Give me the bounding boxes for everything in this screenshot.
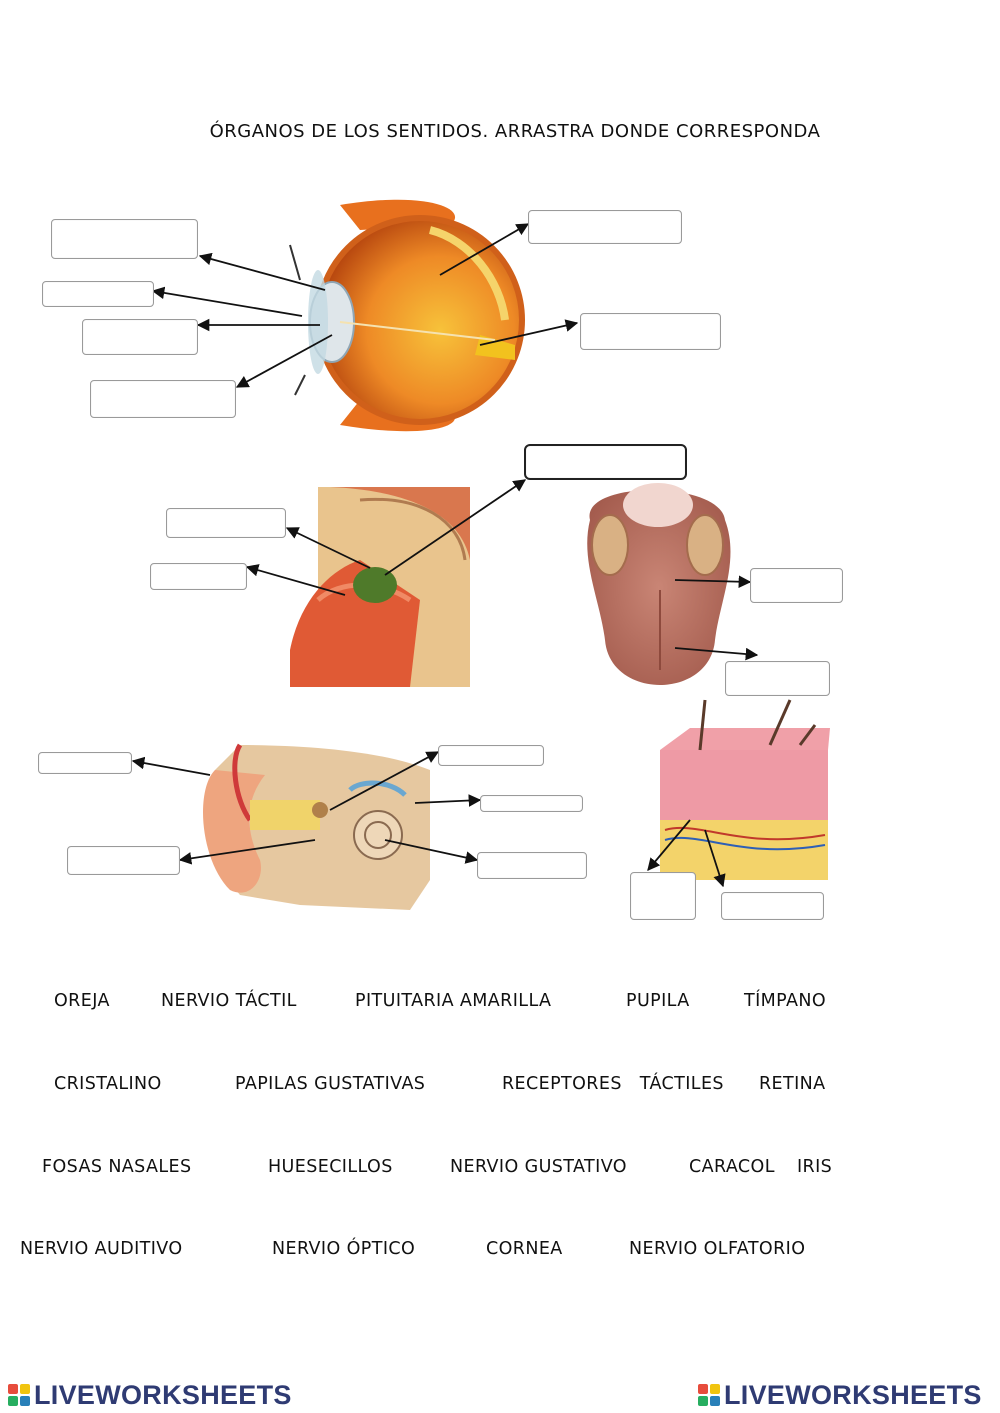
word-nervio-gustativo[interactable]: NERVIO GUSTATIVO (450, 1157, 627, 1177)
nose-diagram (290, 487, 470, 687)
drop-box-tongue-1[interactable] (750, 568, 843, 603)
word-nervio-olfatorio[interactable]: NERVIO OLFATORIO (629, 1239, 806, 1259)
drop-box-eye-1[interactable] (51, 219, 198, 259)
brand-name: LIVEWORKSHEETS (724, 1379, 982, 1410)
drop-box-nose-1[interactable] (524, 444, 687, 480)
drop-box-skin-1[interactable] (630, 872, 696, 920)
word-pituitaria-amarilla[interactable]: PITUITARIA AMARILLA (355, 991, 552, 1011)
eye-diagram (289, 199, 525, 432)
drop-box-nose-2[interactable] (166, 508, 286, 538)
drop-box-ear-3[interactable] (438, 745, 544, 766)
drop-box-tongue-2[interactable] (725, 661, 830, 696)
drop-box-eye-4[interactable] (90, 380, 236, 418)
word-cornea[interactable]: CORNEA (486, 1239, 563, 1259)
drop-box-eye-6[interactable] (580, 313, 721, 350)
tongue-diagram (587, 483, 731, 685)
word-timpano[interactable]: TÍMPANO (744, 991, 827, 1011)
word-retina[interactable]: RETINA (759, 1074, 826, 1094)
brand-name: LIVEWORKSHEETS (34, 1379, 292, 1410)
brand-mark-icon (698, 1384, 720, 1406)
drop-box-skin-2[interactable] (721, 892, 824, 920)
footer-logo-left: LIVEWORKSHEETS (8, 1380, 292, 1410)
word-caracol[interactable]: CARACOL (689, 1157, 775, 1177)
word-iris[interactable]: IRIS (797, 1157, 833, 1177)
drop-box-ear-2[interactable] (67, 846, 180, 875)
drop-box-eye-3[interactable] (82, 319, 198, 355)
word-nervio-optico[interactable]: NERVIO ÓPTICO (272, 1239, 416, 1259)
word-huesecillos[interactable]: HUESECILLOS (268, 1157, 393, 1177)
word-nervio-tactil[interactable]: NERVIO TÁCTIL (161, 991, 297, 1011)
drop-box-ear-5[interactable] (477, 852, 587, 879)
word-nervio-auditivo[interactable]: NERVIO AUDITIVO (20, 1239, 183, 1259)
worksheet-title: ÓRGANOS DE LOS SENTIDOS. ARRASTRA DONDE … (209, 121, 821, 142)
word-oreja[interactable]: OREJA (54, 991, 110, 1011)
drop-box-ear-1[interactable] (38, 752, 132, 774)
footer-logo-right: LIVEWORKSHEETS (698, 1380, 982, 1410)
word-fosas-nasales[interactable]: FOSAS NASALES (42, 1157, 192, 1177)
drop-box-eye-2[interactable] (42, 281, 154, 307)
ear-diagram (203, 743, 430, 910)
brand-mark-icon (8, 1384, 30, 1406)
word-pupila[interactable]: PUPILA (626, 991, 690, 1011)
drop-box-nose-3[interactable] (150, 563, 247, 590)
drop-box-ear-4[interactable] (480, 795, 583, 812)
word-receptores-tactiles[interactable]: RECEPTORES TÁCTILES (502, 1074, 724, 1094)
word-papilas-gustativas[interactable]: PAPILAS GUSTATIVAS (235, 1074, 426, 1094)
drop-box-eye-5[interactable] (528, 210, 682, 244)
skin-diagram (660, 699, 830, 880)
word-cristalino[interactable]: CRISTALINO (54, 1074, 162, 1094)
